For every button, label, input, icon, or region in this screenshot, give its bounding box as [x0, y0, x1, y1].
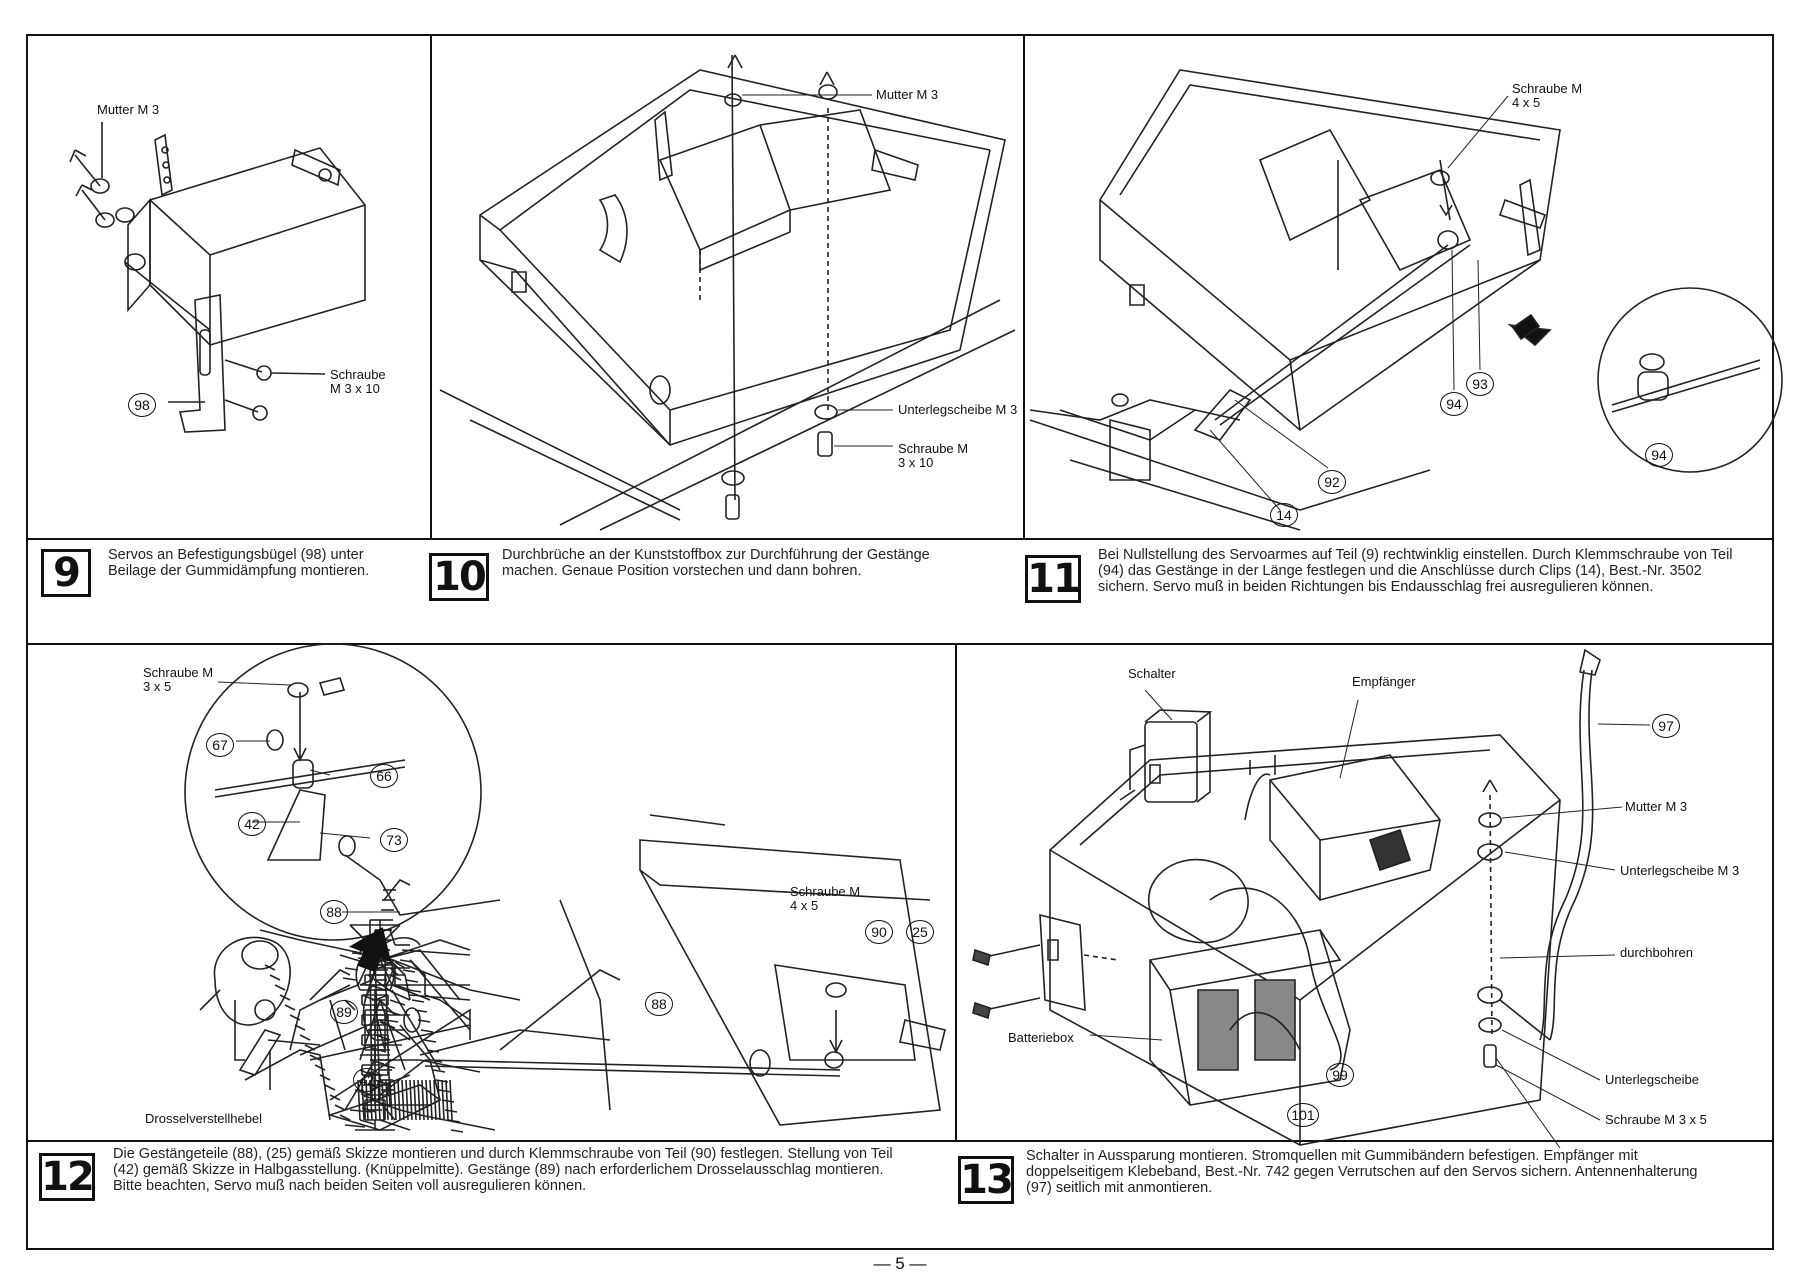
step12-label-lever: Drosselverstellhebel	[145, 1111, 263, 1126]
plastic-box-illustration	[440, 55, 1015, 530]
step12-part-88: 88	[645, 992, 673, 1016]
step12-part-25: 25	[906, 920, 934, 944]
step11-part-94: 94	[1440, 392, 1468, 416]
divider-col-1	[430, 34, 432, 539]
step-11-description: Bei Nullstellung des Servoarmes auf Teil…	[1098, 547, 1733, 595]
step-13-description: Schalter in Aussparung montieren. Stromq…	[1026, 1148, 1698, 1196]
step12-part-66: 66	[370, 764, 398, 788]
divider-bottom-caption	[26, 1140, 1774, 1142]
step13-label-screw: Schraube M 3 x 5	[1605, 1112, 1707, 1127]
step13-label-washer2: Unterlegscheibe	[1605, 1072, 1699, 1087]
step9-label-nut: Mutter M 3	[97, 102, 160, 117]
step10-label-nut: Mutter M 3	[876, 87, 939, 102]
step11-part-14: 14	[1270, 503, 1298, 527]
step10-label-washer: Unterlegscheibe M 3	[898, 402, 1018, 417]
step12-label-screw-large: Schraube M 4 x 5	[790, 884, 861, 913]
step-10-description: Durchbrüche an der Kunststoffbox zur Dur…	[502, 547, 930, 579]
servo-linkage-illustration	[1030, 70, 1782, 530]
outer-frame	[26, 34, 1774, 1250]
step12-label-screw-small: Schraube M 3 x 5	[143, 665, 214, 694]
step12-part-90: 90	[865, 920, 893, 944]
page-number: — 5 —	[873, 1254, 927, 1273]
step12-part-73: 73	[380, 828, 408, 852]
step12-part-42-main: 42	[353, 1068, 381, 1092]
divider-top-caption	[26, 538, 1774, 540]
step-12-description: Die Gestängeteile (88), (25) gemäß Skizz…	[113, 1146, 893, 1194]
step11-label-screw: Schraube M 4 x 5	[1512, 81, 1583, 110]
step13-part-101: 101	[1287, 1103, 1319, 1127]
step13-label-receiver: Empfänger	[1352, 674, 1416, 689]
divider-col-2	[1023, 34, 1025, 539]
step13-label-washer1: Unterlegscheibe M 3	[1620, 863, 1740, 878]
step13-label-drill: durchbohren	[1620, 945, 1693, 960]
step11-part-94-detail: 94	[1645, 443, 1673, 467]
step12-part-67: 67	[206, 733, 234, 757]
step-9-description: Servos an Befestigungsbügel (98) unter B…	[108, 547, 370, 579]
step10-label-screw: Schraube M 3 x 10	[898, 441, 969, 470]
step12-part-42: 42	[238, 812, 266, 836]
throttle-linkage-illustration	[185, 644, 945, 1132]
step-number-13: 13	[958, 1156, 1014, 1204]
step12-part-89: 89	[330, 1000, 358, 1024]
leader-lines	[218, 95, 1650, 1148]
step11-part-93: 93	[1466, 372, 1494, 396]
step-number-12: 12	[39, 1153, 95, 1201]
step-number-9: 9	[41, 549, 91, 597]
step9-label-screw: Schraube M 3 x 10	[330, 367, 386, 396]
step-number-10: 10	[429, 553, 489, 601]
step-number-11: 11	[1025, 555, 1081, 603]
divider-middle	[26, 643, 1774, 645]
step13-part-97: 97	[1652, 714, 1680, 738]
servo-bracket-illustration	[70, 122, 365, 432]
step9-part-98: 98	[128, 393, 156, 417]
divider-col-3	[955, 643, 957, 1140]
step13-label-switch: Schalter	[1128, 666, 1176, 681]
step13-label-nut: Mutter M 3	[1625, 799, 1688, 814]
step12-part-88-detail: 88	[320, 900, 348, 924]
step13-part-99: 99	[1326, 1063, 1354, 1087]
step13-label-battery: Batteriebox	[1008, 1030, 1074, 1045]
step11-part-92: 92	[1318, 470, 1346, 494]
